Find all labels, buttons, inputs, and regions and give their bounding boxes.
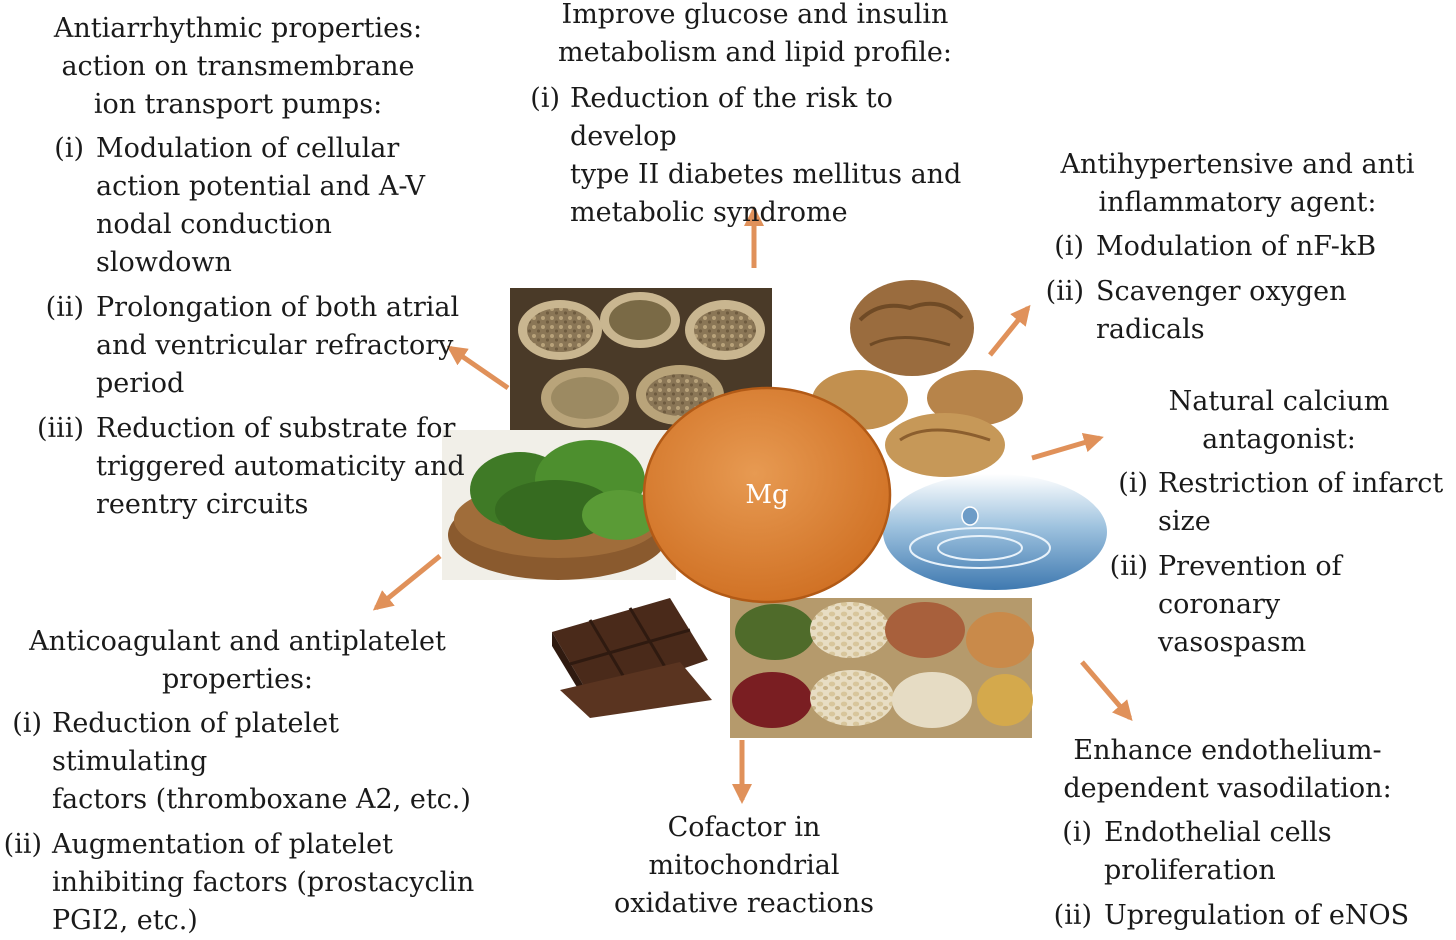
antiarrhythmic-item-2: (ii) Prolongation of both atrial and ven… — [28, 289, 468, 403]
arrows — [372, 206, 1133, 804]
antiarrhythmic-item-3: (iii) Reduction of substrate for trigger… — [28, 410, 468, 524]
arrow-up-right — [988, 304, 1031, 357]
anticoagulant-heading: Anticoagulant and antiplatelet propertie… — [29, 626, 446, 695]
arrow-down-right — [1080, 660, 1133, 722]
antihypertensive-item-2: (ii) Scavenger oxygen radicals — [1040, 273, 1450, 349]
antihypertensive-heading: Antihypertensive and anti inflammatory a… — [1060, 149, 1415, 218]
beans-image — [730, 598, 1034, 738]
item-number: (iii) — [37, 413, 84, 444]
calcium-heading: Natural calcium antagonist: — [1168, 386, 1390, 455]
endothelium-heading: Enhance endothelium- dependent vasodilat… — [1063, 735, 1392, 804]
item-number: (i) — [54, 133, 84, 164]
cofactor-block: Cofactor in mitochondrial oxidative reac… — [594, 809, 894, 923]
cofactor-heading: Cofactor in mitochondrial oxidative reac… — [614, 812, 874, 919]
endothelium-block: Enhance endothelium- dependent vasodilat… — [1050, 732, 1450, 935]
grains-and-seeds-image — [510, 288, 772, 436]
arrow-right — [1031, 432, 1104, 461]
anticoagulant-block: Anticoagulant and antiplatelet propertie… — [0, 623, 490, 940]
item-number: (i) — [1062, 817, 1092, 848]
magnesium-label: Mg — [745, 480, 789, 510]
item-number: (ii) — [45, 292, 84, 323]
chocolate-image — [552, 598, 712, 718]
anticoagulant-item-2: (ii) Augmentation of platelet inhibiting… — [0, 826, 490, 940]
item-number: (ii) — [1045, 276, 1084, 307]
spinach-image — [442, 430, 676, 580]
item-number: (ii) — [1109, 551, 1148, 582]
item-number: (i) — [1054, 231, 1084, 262]
glucose-heading: Improve glucose and insulin metabolism a… — [558, 0, 952, 68]
glucose-block: Improve glucose and insulin metabolism a… — [520, 0, 990, 232]
item-number: (i) — [530, 83, 560, 114]
calcium-block: Natural calcium antagonist: (i) Restrict… — [1104, 383, 1454, 662]
calcium-item-2: (ii) Prevention of coronary vasospasm — [1104, 548, 1454, 662]
antiarrhythmic-block: Antiarrhythmic properties: action on tra… — [28, 10, 468, 524]
antiarrhythmic-heading: Antiarrhythmic properties: action on tra… — [53, 13, 423, 120]
anticoagulant-item-1: (i) Reduction of platelet stimulating fa… — [0, 705, 490, 819]
antihypertensive-block: Antihypertensive and anti inflammatory a… — [1040, 146, 1450, 349]
antiarrhythmic-item-1: (i) Modulation of cellular action potent… — [28, 130, 468, 282]
arrow-down-left — [372, 554, 442, 611]
antihypertensive-item-1: (i) Modulation of nF-kB — [1040, 228, 1450, 266]
glucose-item-1: (i) Reduction of the risk to develop typ… — [520, 80, 990, 232]
item-number: (ii) — [1053, 900, 1092, 931]
water-drop-image — [883, 474, 1107, 590]
magnesium-circle — [642, 386, 892, 604]
calcium-item-1: (i) Restriction of infarct size — [1104, 465, 1454, 541]
item-number: (i) — [1118, 468, 1148, 499]
endothelium-item-1: (i) Endothelial cells proliferation — [1050, 814, 1450, 890]
item-number: (ii) — [3, 829, 42, 860]
item-number: (i) — [12, 708, 42, 739]
arrow-up-left — [446, 345, 510, 391]
endothelium-item-2: (ii) Upregulation of eNOS — [1050, 897, 1450, 935]
